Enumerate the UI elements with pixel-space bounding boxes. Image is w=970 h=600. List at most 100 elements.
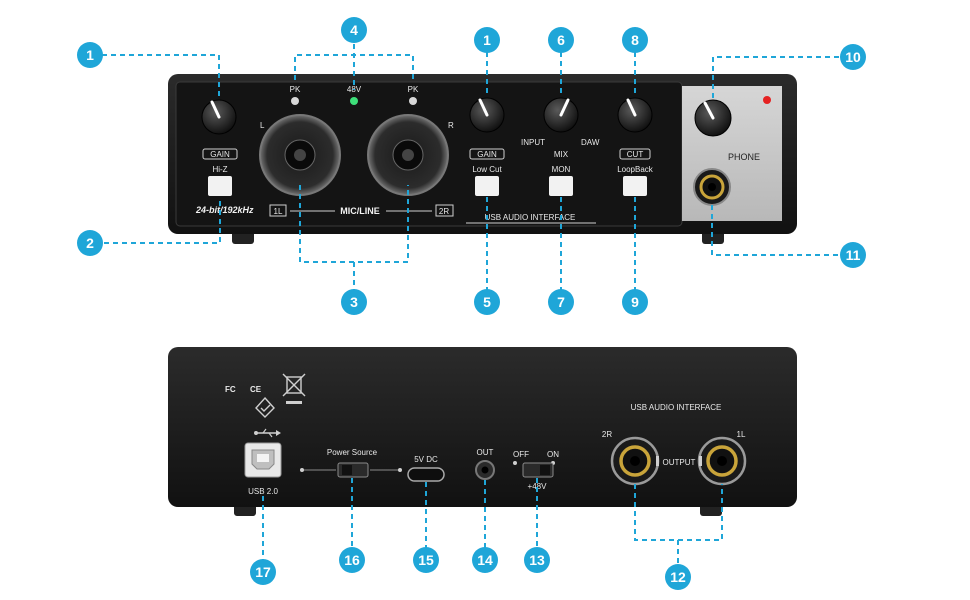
- svg-text:13: 13: [529, 552, 545, 568]
- out-label: OUT: [477, 448, 494, 457]
- phantom-on-label: ON: [547, 450, 559, 459]
- phantom-led: [350, 97, 358, 105]
- pk-label-left: PK: [290, 85, 301, 94]
- phone-label: PHONE: [728, 152, 760, 162]
- cut-label-box: [619, 148, 651, 160]
- output-jack-2r[interactable]: [610, 436, 660, 486]
- callout-8: 8: [622, 27, 648, 53]
- rcm-mark-icon: [255, 396, 275, 418]
- callout-10: 10: [840, 44, 866, 70]
- callout-16: 16: [339, 547, 365, 573]
- callout-13: 13: [524, 547, 550, 573]
- callout-5: 5: [474, 289, 500, 315]
- usb-c-power-port[interactable]: [407, 467, 445, 482]
- spec-label: 24-bit/192kHz: [195, 205, 254, 215]
- usb-port-label: USB 2.0: [248, 487, 278, 496]
- power-source-dot-left: [300, 468, 304, 472]
- mon-button[interactable]: [549, 176, 573, 196]
- phantom-off-label: OFF: [513, 450, 529, 459]
- svg-text:5: 5: [483, 294, 491, 310]
- aux-out-jack[interactable]: [475, 460, 495, 480]
- phone-volume-knob[interactable]: [694, 99, 732, 137]
- phantom-label: +48V: [528, 482, 548, 491]
- dc-label: 5V DC: [414, 455, 438, 464]
- usb-interface-rear-label: USB AUDIO INTERFACE: [631, 403, 722, 412]
- hiz-label: Hi-Z: [212, 165, 227, 174]
- svg-text:1: 1: [86, 47, 94, 63]
- svg-text:16: 16: [344, 552, 360, 568]
- output-jack-1l[interactable]: [697, 436, 747, 486]
- usb-interface-front-label: USB AUDIO INTERFACE: [485, 213, 576, 222]
- leader-11: [711, 205, 840, 256]
- leader-1-left: [102, 54, 220, 97]
- phantom-dot-off: [513, 461, 517, 465]
- svg-text:3: 3: [350, 294, 358, 310]
- badge-1l: 1L: [274, 207, 283, 216]
- usb-symbol-icon: [254, 428, 281, 438]
- combo-jack-2r[interactable]: [367, 114, 449, 196]
- gain-label-left: GAIN: [210, 150, 230, 159]
- ce-mark: CE: [250, 385, 262, 394]
- svg-text:15: 15: [418, 552, 434, 568]
- callout-9: 9: [622, 289, 648, 315]
- callout-leaders: [102, 44, 840, 565]
- rear-panel: FC CE USB AUDIO INTERFACE USB 2.0: [168, 347, 797, 516]
- cut-label: CUT: [627, 150, 644, 159]
- badge-2r: 2R: [439, 207, 449, 216]
- rear-chassis: [168, 347, 797, 507]
- loopback-label: LoopBack: [617, 165, 654, 174]
- mix-daw-label: DAW: [581, 138, 600, 147]
- lowcut-button[interactable]: [475, 176, 499, 196]
- gain-label-right: GAIN: [477, 150, 497, 159]
- svg-text:2: 2: [86, 235, 94, 251]
- output-label: OUTPUT: [663, 458, 696, 467]
- callout-11: 11: [840, 242, 866, 268]
- output-bracket-right: [699, 456, 702, 466]
- channel-r-label: R: [448, 121, 454, 130]
- cut-knob[interactable]: [617, 97, 653, 133]
- combo-jack-1l[interactable]: [259, 114, 341, 196]
- jack-2r-label: 2R: [602, 430, 612, 439]
- jack-1l-label: 1L: [737, 430, 746, 439]
- svg-text:6: 6: [557, 32, 565, 48]
- hiz-button[interactable]: [208, 176, 232, 196]
- power-source-dot-right: [398, 468, 402, 472]
- badge-1l-box: [269, 204, 287, 217]
- leader-2: [104, 197, 221, 244]
- mon-label: MON: [552, 165, 571, 174]
- svg-text:4: 4: [350, 22, 358, 38]
- loopback-button[interactable]: [623, 176, 647, 196]
- gain-label-box-right: [469, 148, 505, 160]
- usb-b-port[interactable]: [244, 442, 282, 478]
- lowcut-label: Low Cut: [472, 165, 502, 174]
- mix-input-label: INPUT: [521, 138, 545, 147]
- mix-knob[interactable]: [543, 97, 579, 133]
- output-bracket-left: [656, 456, 659, 466]
- callout-6: 6: [548, 27, 574, 53]
- phantom-switch-thumb: [540, 465, 550, 475]
- callout-4: 4: [341, 17, 367, 43]
- svg-text:8: 8: [631, 32, 639, 48]
- callout-1-left: 1: [77, 42, 103, 68]
- gain-knob-left[interactable]: [201, 99, 237, 135]
- badge-2r-box: [435, 204, 454, 217]
- mic-line-label: MIC/LINE: [340, 206, 380, 216]
- front-panel: GAIN Hi-Z L 24-bit/192kHz PK 48V PK R 1L…: [168, 74, 797, 244]
- callout-markers: 1 1 2 3 4 5 6 7 8 9 10 11 12 13 14 15 16…: [77, 17, 866, 590]
- phone-jack[interactable]: [693, 168, 731, 206]
- svg-text:11: 11: [846, 247, 861, 263]
- fc-mark: FC: [225, 385, 236, 394]
- leader-10: [712, 56, 840, 98]
- svg-text:12: 12: [670, 569, 686, 585]
- callout-7: 7: [548, 289, 574, 315]
- callout-1-right: 1: [474, 27, 500, 53]
- svg-text:10: 10: [845, 49, 861, 65]
- weee-bin-icon: [282, 373, 306, 404]
- channel-l-label: L: [260, 121, 265, 130]
- gain-label-box-left: [202, 148, 238, 160]
- callout-12: 12: [665, 564, 691, 590]
- callout-15: 15: [413, 547, 439, 573]
- gain-knob-right[interactable]: [469, 97, 505, 133]
- svg-text:9: 9: [631, 294, 639, 310]
